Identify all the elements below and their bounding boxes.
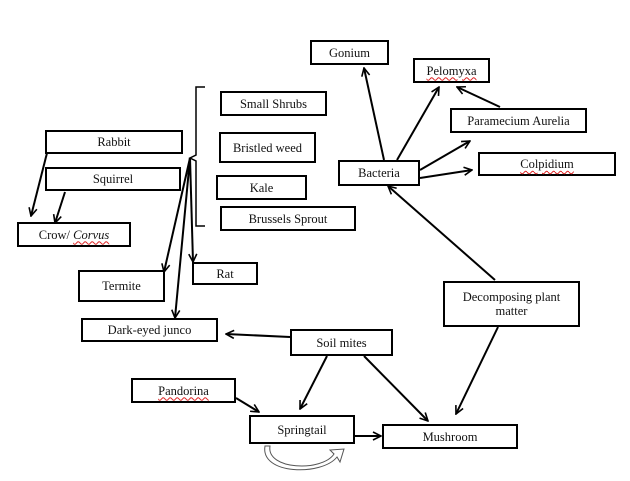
node-mushroom: Mushroom	[382, 424, 518, 449]
node-springtail: Springtail	[249, 415, 355, 444]
node-crow: Crow/ Corvus	[17, 222, 131, 247]
node-bristled-weed: Bristled weed	[219, 132, 316, 163]
node-gonium: Gonium	[310, 40, 389, 65]
arrow-decomposing-bacteria	[388, 186, 496, 281]
arrow-bacteria-colpidium	[419, 170, 472, 179]
node-pandorina: Pandorina	[131, 378, 236, 403]
arrow-paramecium-pelomyxa	[457, 87, 501, 108]
node-decomposing-plant-matter: Decomposing plant matter	[443, 281, 580, 327]
node-termite: Termite	[78, 270, 165, 302]
node-kale: Kale	[216, 175, 307, 200]
node-dark-eyed-junco: Dark-eyed junco	[81, 318, 218, 342]
arrow-soilmites-mushroom	[363, 355, 428, 421]
node-small-shrubs: Small Shrubs	[220, 91, 327, 116]
arrow-plants-junco	[175, 157, 191, 318]
arrow-decomposing-mushroom	[456, 326, 499, 414]
arrow-bacteria-paramecium	[419, 141, 470, 171]
arrow-pandorina-springtail	[235, 397, 259, 412]
node-paramecium-aurelia: Paramecium Aurelia	[450, 108, 587, 133]
arrow-rabbit-crow	[31, 152, 48, 216]
node-brussels-sprout: Brussels Sprout	[220, 206, 356, 231]
arrow-plants-rat	[190, 157, 193, 262]
node-rabbit: Rabbit	[45, 130, 183, 154]
arrow-squirrel-crow	[55, 191, 66, 223]
arrow-bacteria-gonium	[364, 68, 385, 161]
node-bacteria: Bacteria	[338, 160, 420, 186]
arrow-bacteria-pelomyxa	[396, 87, 439, 161]
springtail-self-loop-arrow	[264, 445, 345, 471]
arrow-soilmites-junco	[226, 334, 291, 337]
arrow-plants-termite	[164, 157, 191, 272]
node-rat: Rat	[192, 262, 258, 285]
node-colpidium: Colpidium	[478, 152, 616, 176]
node-soil-mites: Soil mites	[290, 329, 393, 356]
node-squirrel: Squirrel	[45, 167, 181, 191]
plants-bracket	[188, 86, 205, 227]
node-pelomyxa: Pelomyxa	[413, 58, 490, 83]
arrow-soilmites-springtail	[299, 355, 328, 409]
